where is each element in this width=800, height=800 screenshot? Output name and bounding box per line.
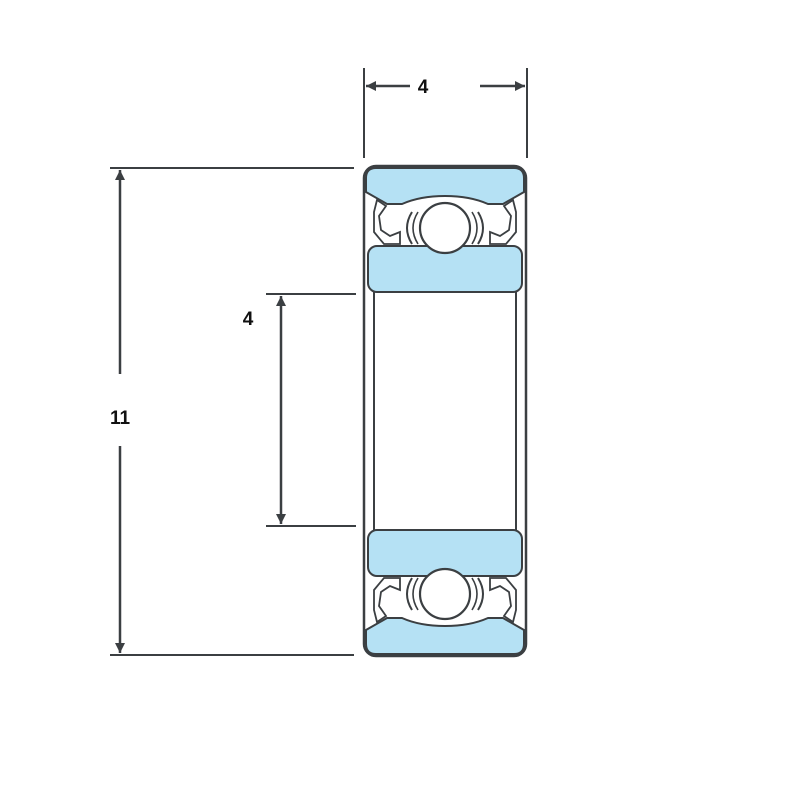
bottom-cage-right xyxy=(477,577,484,611)
width-dimension: 4 xyxy=(363,68,528,158)
bottom-cage-right-inner xyxy=(471,577,478,611)
bottom-right-seal xyxy=(489,577,517,624)
top-cage-left-inner xyxy=(412,211,419,245)
outer-diameter-dimension: 11 xyxy=(110,167,354,656)
top-right-seal xyxy=(489,198,517,245)
top-section xyxy=(365,167,525,293)
top-cage-right xyxy=(477,211,484,245)
bottom-outer-ring xyxy=(365,617,525,655)
bottom-cage-left-inner xyxy=(412,577,419,611)
bore-label: 4 xyxy=(243,309,254,330)
top-outer-ring xyxy=(365,167,525,205)
outer-diameter-label: 11 xyxy=(110,408,131,429)
top-left-seal xyxy=(373,198,401,245)
top-ball xyxy=(418,201,472,255)
top-cage-right-inner xyxy=(471,211,478,245)
top-cage-left xyxy=(406,211,413,245)
bottom-cage-left xyxy=(406,577,413,611)
width-label: 4 xyxy=(418,77,429,98)
bore-dimension: 4 xyxy=(243,293,356,527)
bearing-body xyxy=(362,164,528,658)
bottom-section xyxy=(365,529,525,655)
bearing-outline xyxy=(362,164,528,658)
bottom-ball xyxy=(418,567,472,621)
bottom-left-seal xyxy=(373,577,401,624)
